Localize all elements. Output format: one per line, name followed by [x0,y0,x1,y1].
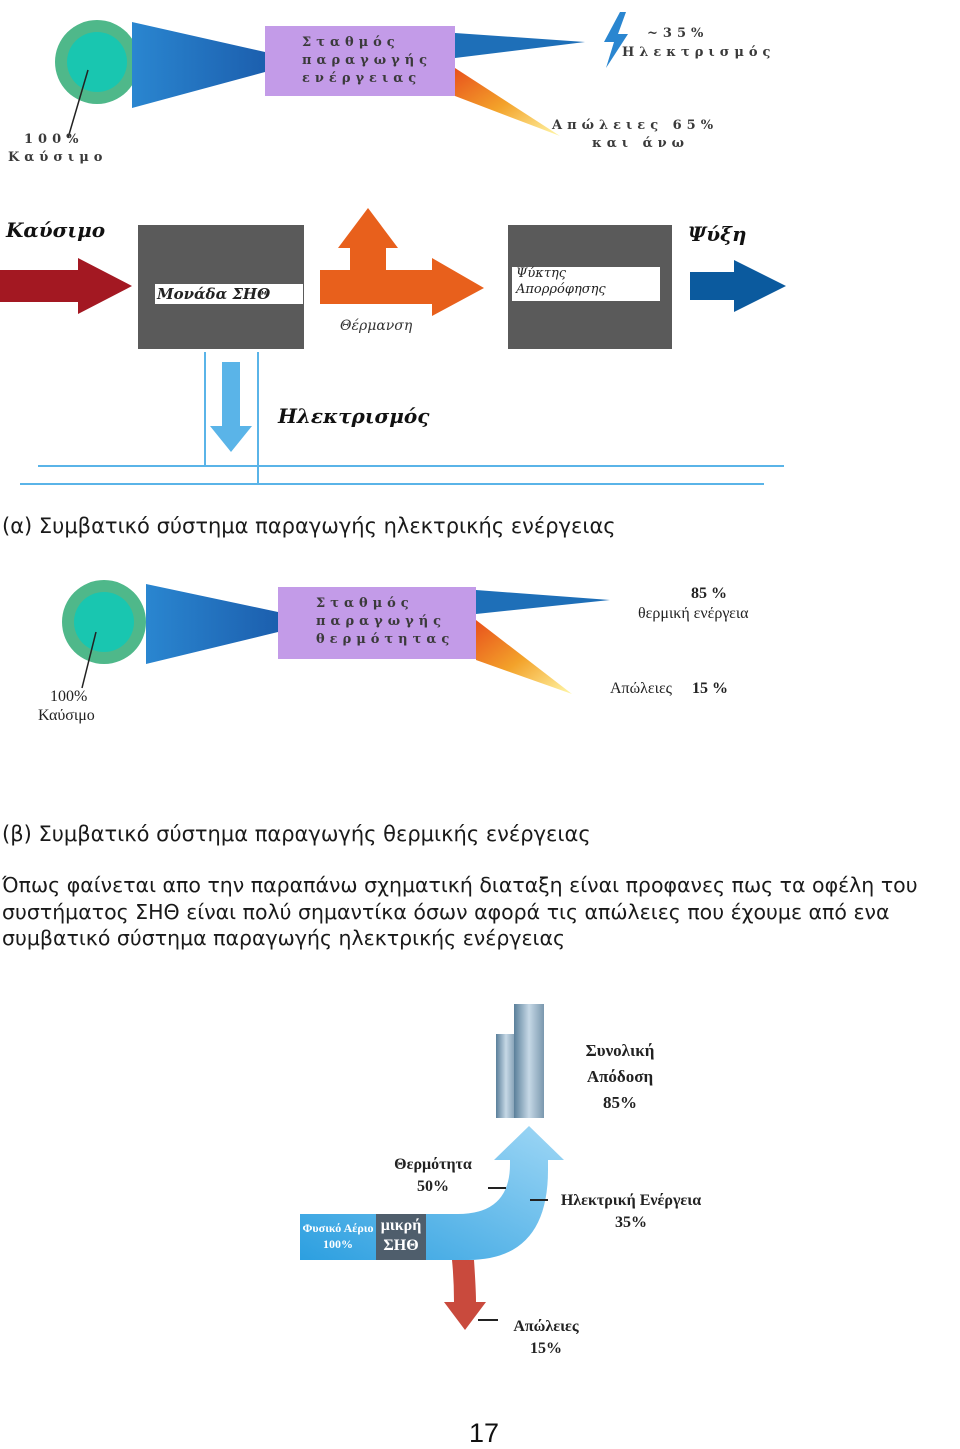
fuel-percent-a: 100% [24,132,84,147]
losses-label-c: Απώλειες 15% [513,1318,579,1357]
small-chp-box [376,1214,426,1260]
pointer-line-b [81,631,97,689]
electric-energy-label: Ηλεκτρική Ενέργεια 35% [560,1192,702,1231]
chp-electricity-label: Ηλεκτρισμός [278,404,430,428]
cooling-arrow-blue [690,260,786,312]
heating-label: Θέρμανση [340,318,413,334]
electricity-percent-a: ~35% [647,26,709,41]
chiller-label: Ψύκτης Απορρόφησης [516,266,606,297]
thermal-label: θερμική ενέργεια [638,605,749,622]
page-number: 17 [469,1418,500,1448]
fuel-arrow [132,22,265,108]
station-label-a: Σταθμός παραγωγής ενέργειας [302,35,433,86]
diagram-a [55,12,628,139]
losses-label-a-2: και άνω [592,136,689,151]
thermal-percent: 85 % [691,585,727,602]
chp-unit-label-bg [155,284,303,304]
diagram-b [62,580,610,694]
electricity-arrow [455,33,585,58]
fuel-percent-b: 100% [50,688,88,705]
chiller-label-bg [512,267,660,301]
chp-unit-label: Μονάδα ΣΗΘ [157,285,271,303]
electricity-label-a: Ηλεκτρισμός [622,45,776,60]
small-chp-label: μικρή ΣΗΘ [380,1217,422,1254]
caption-a: (α) Συμβατικό σύστημα παραγωγής ηλεκτρικ… [2,514,616,538]
station-box-b [278,587,476,659]
losses-arrow-b [476,620,572,694]
cooling-label: Ψύξη [688,222,747,246]
total-efficiency-label: Συνολική Απόδοση 85% [585,1041,655,1112]
thermal-arrow [476,590,610,614]
diagram-chp [0,208,786,485]
building-right [514,1004,544,1118]
fuel-label-a: Καύσιμο [8,150,108,165]
chp-fuel-label: Καύσιμο [6,218,106,242]
lightning-icon [604,12,628,68]
losses-label-b: Απώλειες [610,680,672,697]
natural-gas-label: Φυσικό Αέριο 100% [302,1221,374,1251]
heat-arrow-orange [320,208,484,316]
diagram-c [300,1004,564,1330]
pointer-line [67,69,89,139]
building-left [496,1034,516,1118]
losses-label-a: Απώλειες 65% [552,118,719,133]
fuel-core [67,32,127,92]
station-box [265,26,455,96]
losses-arrow-c [444,1260,486,1330]
body-paragraph: Όπως φαίνεται απο την παραπάνω σχηματική… [2,873,918,950]
heat-label: Θερμότητα 50% [394,1156,472,1195]
fuel-label-b: Καύσιμο [38,707,95,724]
flow-main [300,1126,564,1260]
caption-b: (β) Συμβατικό σύστημα παραγωγής θερμικής… [2,822,591,846]
station-label-b: Σταθμός παραγωγής θερμότητας [316,596,455,647]
losses-arrow [455,68,560,136]
fuel-arrow-red [0,258,132,314]
fuel-core-b [74,592,134,652]
losses-percent-b: 15 % [692,680,728,697]
fuel-arrow-b [146,584,278,664]
electricity-arrow-down [210,362,252,452]
